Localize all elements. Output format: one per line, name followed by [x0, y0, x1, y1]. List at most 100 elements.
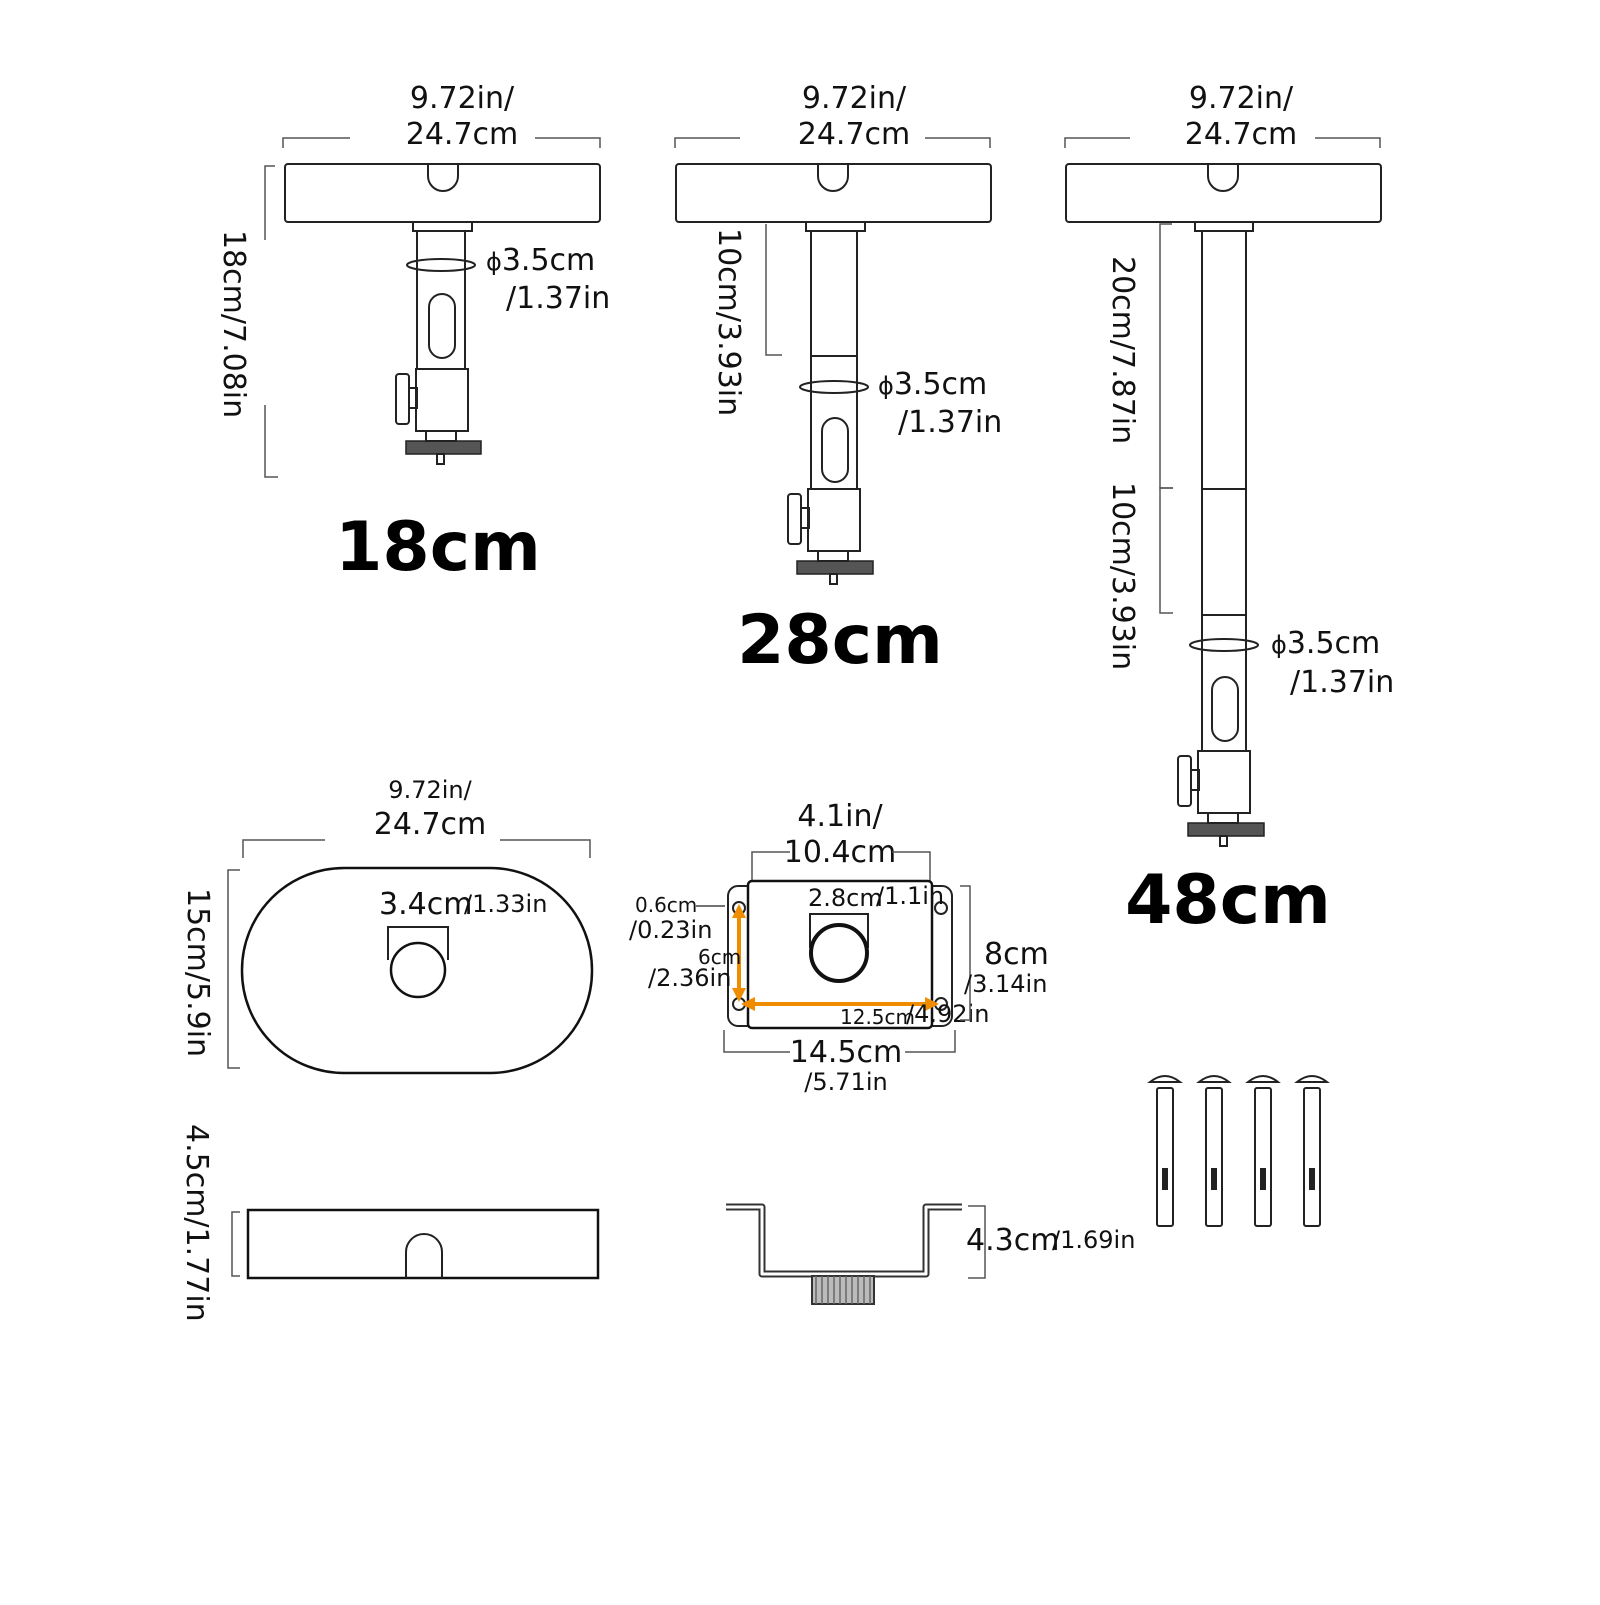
mount1-diam-cm-value: 3.5cm — [502, 243, 595, 278]
mount2-knob-stem — [800, 507, 810, 529]
mount3-diam-in: /1.37in — [1290, 665, 1394, 700]
base-plate-slot-in: /0.23in — [629, 916, 712, 944]
base-plate-hole-in: /1.1in — [876, 882, 944, 910]
mount2-tube-slot — [821, 417, 849, 483]
mount1-width-line-left — [282, 137, 350, 148]
mount2-width-in: 9.72in/ — [802, 81, 907, 116]
mount2-diameter-ring — [799, 380, 869, 394]
mount1-width-line-right — [535, 137, 601, 148]
bracket-height-in: /1.69in — [1052, 1226, 1135, 1254]
mount1-diam-in: /1.37in — [506, 281, 610, 316]
base-plate-vspace-cm: 6cm — [698, 945, 741, 969]
mount3-width-cm: 24.7cm — [1185, 117, 1298, 152]
mount3-collar — [1194, 221, 1254, 232]
base-plate-height-line — [960, 885, 971, 1021]
mount2-knob — [787, 493, 802, 545]
mount3-knob-stem — [1190, 769, 1200, 791]
top-plate-width-line-left — [242, 839, 325, 858]
mount1-collar — [412, 221, 473, 232]
mount2-width-cm: 24.7cm — [798, 117, 911, 152]
top-plate-width-line-right — [500, 839, 591, 858]
top-plate-width-in: 9.72in/ — [388, 776, 472, 804]
mount3-extension-label-2: 10cm/3.93in — [1105, 482, 1140, 670]
base-plate-height-cm: 8cm — [984, 937, 1049, 972]
mount3-tube-upper — [1201, 230, 1247, 490]
mount3-lower-block — [1197, 750, 1251, 814]
mount3-width-line-left — [1064, 137, 1130, 148]
mount3-width-line-right — [1315, 137, 1381, 148]
mount3-tube-middle — [1201, 488, 1247, 616]
side-plate-height-label: 4.5cm/1.77in — [179, 1124, 214, 1322]
mount1-width-in: 9.72in/ — [410, 81, 515, 116]
mount2-extension-label: 10cm/3.93in — [711, 228, 746, 416]
mount1-size-label: 18cm — [335, 508, 541, 587]
bracket-view: 4.3cm /1.69in — [726, 1203, 1135, 1305]
mount1-knob — [395, 373, 410, 425]
base-plate-hspace-cm: 12.5cm — [840, 1005, 915, 1029]
mount1-thread-base — [405, 440, 482, 455]
mount2-collar — [805, 221, 866, 232]
base-plate-length-line-right — [905, 1030, 956, 1053]
mount3-knob — [1177, 755, 1192, 807]
mount2-diam-in: /1.37in — [898, 405, 1002, 440]
mount2-extension-line — [765, 224, 782, 356]
base-plate-slot-cm: 0.6cm — [635, 893, 697, 917]
top-plate-hole-bracket — [387, 926, 449, 960]
mount2-size-label: 28cm — [737, 601, 943, 680]
mount3-thread-base — [1187, 822, 1265, 837]
bolt-3 — [1245, 1075, 1281, 1227]
mount-18cm: 9.72in/ 24.7cm ϕ3.5cm /1.37in 18cm/7.08i… — [216, 81, 610, 587]
top-plate-height-line — [227, 869, 240, 1069]
mount1-diam-cm: ϕ3.5cm — [486, 243, 595, 278]
mount1-tube — [416, 230, 466, 370]
mount2-plate — [675, 163, 992, 223]
base-plate-hspace-in: /4.92in — [906, 1000, 989, 1028]
bracket-height-line — [968, 1205, 986, 1279]
mount3-diam-symbol: ϕ — [1271, 631, 1287, 659]
mount1-plate-notch — [427, 164, 459, 192]
mount-28cm: 9.72in/ 24.7cm ϕ3.5cm /1.37in 10cm/3.93i… — [674, 81, 1002, 680]
mount1-tube-slot — [428, 293, 456, 359]
base-plate-width-cm: 10.4cm — [784, 835, 897, 870]
mount3-diameter-ring — [1189, 638, 1259, 652]
mount2-base-neck — [817, 550, 849, 562]
bolt-4 — [1294, 1075, 1330, 1227]
mount1-width-cm: 24.7cm — [406, 117, 519, 152]
side-plate-height-line — [231, 1211, 240, 1277]
base-plate-hole-tr — [934, 901, 948, 915]
mount2-diam-symbol: ϕ — [878, 372, 894, 400]
bolt-2 — [1196, 1075, 1232, 1227]
mount1-base-neck — [425, 430, 457, 442]
mount1-lower-block — [415, 368, 469, 432]
base-plate-hspace-arrow-head-left — [741, 997, 755, 1011]
top-plate-view: 9.72in/ 24.7cm 3.4cm /1.33in 15cm/5.9in — [180, 776, 594, 1075]
mount3-extension-label-1: 20cm/7.87in — [1105, 256, 1140, 444]
mount1-height-label: 18cm/7.08in — [216, 230, 251, 418]
bracket-height-cm: 4.3cm — [966, 1223, 1059, 1258]
mount3-base-neck — [1207, 812, 1239, 824]
base-plate-center-hole — [809, 923, 869, 983]
mount3-extension-line-1 — [1159, 223, 1173, 489]
side-plate-notch — [405, 1233, 443, 1278]
base-plate-right-ear — [932, 885, 953, 1027]
mount2-diam-cm-value: 3.5cm — [894, 367, 987, 402]
mount2-diam-cm: ϕ3.5cm — [878, 367, 987, 402]
mount2-thread-base — [796, 560, 874, 575]
mount2-lower-block — [807, 488, 861, 552]
base-plate-vspace-arrow-head-bottom — [732, 988, 746, 1002]
mount2-plate-notch — [817, 164, 849, 192]
mount-48cm: 9.72in/ 24.7cm ϕ3.5cm /1.37in 20cm/7.87i… — [1064, 81, 1394, 940]
base-plate-hole-cm: 2.8cm — [808, 884, 883, 912]
mount2-width-line-right — [925, 137, 991, 148]
top-plate-hole-cm: 3.4cm — [379, 887, 472, 922]
top-plate-hole-in: /1.33in — [464, 890, 547, 918]
base-plate-vspace-in: /2.36in — [648, 964, 731, 992]
mount3-screw-tip — [1219, 835, 1228, 847]
mount1-knob-stem — [408, 387, 418, 409]
side-plate-view: 4.5cm/1.77in — [179, 1124, 600, 1322]
bolt-1 — [1147, 1075, 1183, 1227]
base-plate-length-cm: 14.5cm — [790, 1035, 903, 1070]
mount2-tube-upper — [810, 230, 858, 357]
